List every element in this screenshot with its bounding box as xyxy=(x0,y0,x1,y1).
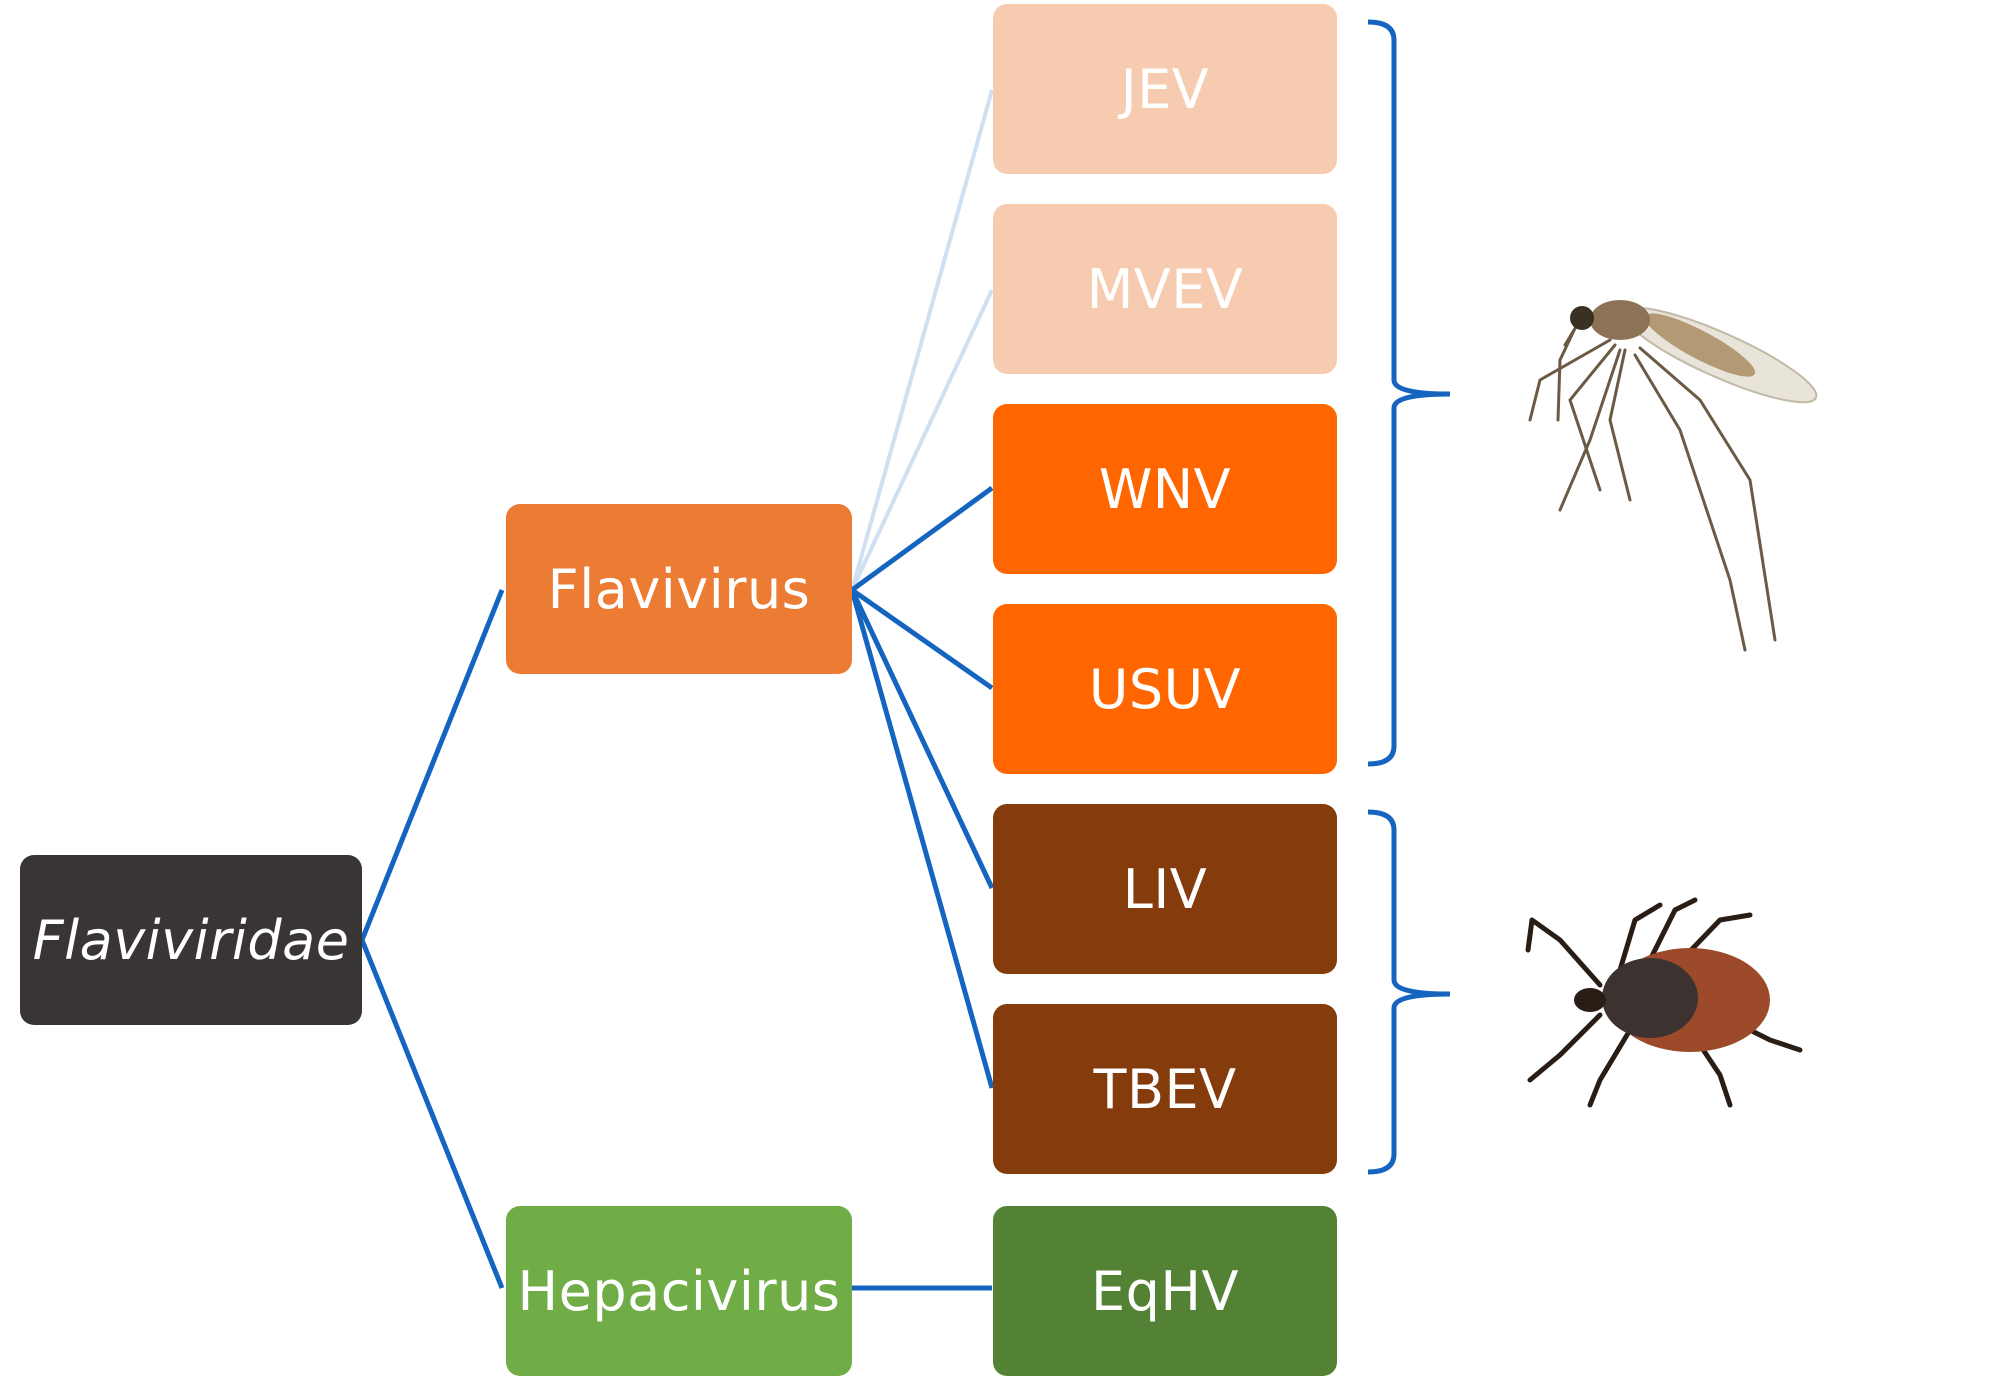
root-node-flaviviridae: Flaviviridae xyxy=(20,855,362,1025)
mosquito-leg xyxy=(1528,338,1612,422)
species-label: LIV xyxy=(1122,857,1208,921)
mosquito-leg xyxy=(1608,348,1632,502)
tick-bracket xyxy=(1367,809,1451,1175)
species-node-jev: JEV xyxy=(993,4,1337,174)
genus-label: Hepacivirus xyxy=(517,1259,841,1323)
genus-label: Flavivirus xyxy=(547,557,811,621)
species-label: USUV xyxy=(1088,657,1242,721)
link-flavivirus-mvev xyxy=(850,289,994,591)
species-label: EqHV xyxy=(1091,1259,1239,1323)
mosquito-proboscis xyxy=(1563,328,1576,347)
species-label: WNV xyxy=(1098,457,1232,521)
tick-leg xyxy=(1527,1012,1603,1083)
species-label: TBEV xyxy=(1093,1057,1237,1121)
species-node-eqhv: EqHV xyxy=(993,1206,1337,1376)
tick-scutum xyxy=(1602,958,1698,1038)
species-node-wnv: WNV xyxy=(993,404,1337,574)
tick-leg xyxy=(1525,917,1603,988)
link-flavivirus-tbev xyxy=(849,589,995,1089)
mosquito-leg xyxy=(1638,346,1777,642)
tick-leg xyxy=(1617,902,1663,973)
tick-illustration xyxy=(1525,897,1803,1108)
link-root-flavivirus xyxy=(359,589,505,941)
mosquito-abdomen xyxy=(1644,313,1756,377)
tick-leg xyxy=(1587,1027,1633,1108)
mosquito-head xyxy=(1570,306,1594,330)
species-node-usuv: USUV xyxy=(993,604,1337,774)
link-root-hepacivirus xyxy=(359,939,505,1289)
species-node-tbev: TBEV xyxy=(993,1004,1337,1174)
mosquito-antenna xyxy=(1556,320,1580,422)
link-flavivirus-liv xyxy=(849,588,995,890)
mosquito-leg xyxy=(1558,348,1622,512)
mosquito-thorax xyxy=(1590,300,1650,340)
mosquito-leg xyxy=(1568,343,1617,492)
tick-capitulum xyxy=(1574,988,1606,1012)
species-node-mvev: MVEV xyxy=(993,204,1337,374)
mosquito-illustration xyxy=(1528,300,1818,652)
genus-node-hepacivirus: Hepacivirus xyxy=(506,1206,852,1376)
mosquito-bracket xyxy=(1367,19,1451,767)
genus-node-flavivirus: Flavivirus xyxy=(506,504,852,674)
link-flavivirus-jev xyxy=(850,89,994,591)
species-label: MVEV xyxy=(1086,257,1244,321)
root-label: Flaviviridae xyxy=(32,908,350,972)
link-flavivirus-usuv xyxy=(850,587,994,691)
tick-leg xyxy=(1642,897,1698,973)
species-label: JEV xyxy=(1120,57,1210,121)
mosquito-leg xyxy=(1633,353,1747,652)
link-flavivirus-wnv xyxy=(850,485,994,593)
species-node-liv: LIV xyxy=(993,804,1337,974)
